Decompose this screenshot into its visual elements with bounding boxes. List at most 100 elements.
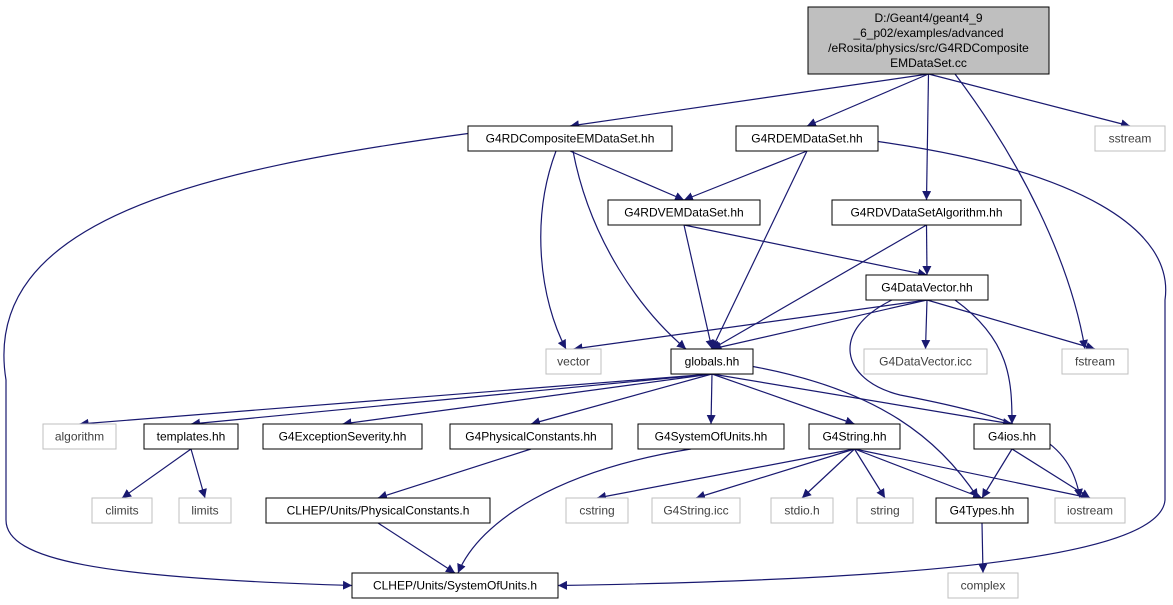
node-complex: complex: [947, 572, 1019, 599]
edge-templates-to-climits: [121, 448, 192, 499]
node-label: G4ios.hh: [988, 430, 1036, 444]
node-g4string[interactable]: G4String.hh: [808, 423, 901, 450]
node-cstring: cstring: [565, 497, 629, 524]
edge-clhepphys-to-clhepunits: [377, 522, 456, 574]
node-label: G4ExceptionSeverity.hh: [279, 430, 407, 444]
node-sstream: sstream: [1094, 125, 1166, 152]
node-label: climits: [105, 504, 138, 518]
edge-vemdataset-to-datavector: [683, 224, 928, 278]
node-globals[interactable]: globals.hh: [670, 348, 754, 375]
edge-globals-to-sysunits: [706, 373, 716, 425]
edge-composite-to-clhepunits: [3, 132, 469, 590]
node-sysunits[interactable]: G4SystemOfUnits.hh: [637, 423, 785, 450]
edge-composite-to-globals: [572, 150, 687, 350]
edge-g4string-to-stringicc: [695, 448, 855, 500]
edge-globals-to-templates: [190, 373, 713, 428]
node-label: cstring: [579, 504, 614, 518]
node-iostream: iostream: [1054, 497, 1126, 524]
edge-emdataset-to-globals: [711, 150, 808, 350]
edge-g4string-to-cstring: [596, 448, 855, 501]
node-climits: climits: [91, 497, 153, 524]
node-label: G4PhysicalConstants.hh: [465, 430, 596, 444]
edge-g4string-to-iostream: [854, 448, 1091, 501]
edge-g4ios-to-g4types: [981, 448, 1013, 499]
node-fstream: fstream: [1061, 348, 1129, 375]
root-label-line: /eRosita/physics/src/G4RDComposite: [828, 41, 1029, 55]
node-label: G4Types.hh: [950, 504, 1015, 518]
node-stdio: stdio.h: [770, 497, 834, 524]
node-label: vector: [557, 355, 590, 369]
node-g4ios[interactable]: G4ios.hh: [973, 423, 1051, 450]
node-label: stdio.h: [784, 504, 819, 518]
edge-sysunits-to-clhepunits: [457, 448, 692, 574]
edge-g4types-to-complex: [978, 522, 988, 574]
edge-templates-to-limits: [190, 448, 207, 499]
node-label: fstream: [1075, 355, 1115, 369]
node-stringicc: G4String.icc: [651, 497, 741, 524]
node-clhepunits[interactable]: CLHEP/Units/SystemOfUnits.h: [351, 572, 559, 599]
node-composite[interactable]: G4RDCompositeEMDataSet.hh: [467, 125, 673, 152]
root-label-line: D:/Geant4/geant4_9: [874, 11, 982, 25]
node-g4types[interactable]: G4Types.hh: [935, 497, 1029, 524]
node-clhepphys[interactable]: CLHEP/Units/PhysicalConstants.h: [265, 497, 491, 524]
node-label: string: [870, 504, 899, 518]
edge-emdataset-to-clhepunits: [557, 140, 1167, 590]
node-limits: limits: [178, 497, 232, 524]
node-label: G4RDVDataSetAlgorithm.hh: [850, 206, 1002, 220]
node-label: globals.hh: [685, 355, 740, 369]
node-datavector[interactable]: G4DataVector.hh: [865, 274, 989, 301]
node-label: complex: [961, 579, 1006, 593]
edge-datavector-to-g4ios: [954, 299, 1017, 425]
node-label: limits: [191, 504, 218, 518]
edge-datavector-to-fstream: [926, 299, 1096, 351]
node-label: algorithm: [55, 430, 104, 444]
node-label: G4RDVEMDataSet.hh: [624, 206, 743, 220]
edge-globals-to-physconst: [530, 373, 713, 426]
node-label: sstream: [1109, 132, 1152, 146]
edge-emdataset-to-vemdataset: [683, 150, 808, 201]
node-excsev[interactable]: G4ExceptionSeverity.hh: [262, 423, 423, 450]
edge-g4string-to-stdio: [801, 448, 855, 499]
edge-root-to-composite: [569, 73, 929, 130]
node-algorithm: algorithm: [42, 423, 117, 450]
node-string: string: [856, 497, 914, 524]
node-label: G4DataVector.hh: [881, 281, 972, 295]
node-label: templates.hh: [157, 430, 226, 444]
root-label-line: EMDataSet.cc: [890, 56, 967, 70]
edge-composite-to-vector: [540, 150, 567, 350]
node-label: G4String.hh: [822, 430, 886, 444]
edge-g4ios-to-iostream: [1011, 448, 1091, 499]
node-label: G4RDCompositeEMDataSet.hh: [486, 132, 655, 146]
node-vdsalgo[interactable]: G4RDVDataSetAlgorithm.hh: [831, 199, 1022, 226]
node-root[interactable]: D:/Geant4/geant4_9_6_p02/examples/advanc…: [807, 6, 1050, 75]
node-label: iostream: [1067, 504, 1113, 518]
edge-g4string-to-string: [853, 448, 886, 499]
nodes-layer: D:/Geant4/geant4_9_6_p02/examples/advanc…: [42, 6, 1166, 599]
edge-physconst-to-clhepphys: [377, 448, 532, 500]
edge-datavector-to-iostream: [849, 299, 1083, 499]
node-label: CLHEP/Units/PhysicalConstants.h: [287, 504, 470, 518]
edge-globals-to-algorithm: [79, 373, 713, 428]
edge-vdsalgo-to-globals: [711, 224, 927, 350]
edge-composite-to-vemdataset: [569, 150, 685, 201]
edge-datavector-to-dvicc: [921, 299, 931, 350]
edge-globals-to-g4types: [752, 365, 979, 499]
edge-root-to-emdataset: [806, 73, 929, 127]
node-physconst[interactable]: G4PhysicalConstants.hh: [449, 423, 613, 450]
root-label-line: _6_p02/examples/advanced: [852, 26, 1003, 40]
node-emdataset[interactable]: G4RDEMDataSet.hh: [735, 125, 879, 152]
edge-vemdataset-to-globals: [683, 224, 715, 350]
node-vemdataset[interactable]: G4RDVEMDataSet.hh: [607, 199, 761, 226]
node-dvicc: G4DataVector.icc: [863, 348, 988, 375]
edge-globals-to-excsev: [342, 373, 713, 428]
edge-vdsalgo-to-datavector: [922, 224, 932, 276]
node-templates[interactable]: templates.hh: [143, 423, 239, 450]
node-label: G4SystemOfUnits.hh: [655, 430, 768, 444]
node-vector: vector: [545, 348, 602, 375]
edges-layer: [3, 73, 1167, 590]
node-label: G4RDEMDataSet.hh: [751, 132, 862, 146]
edge-datavector-to-globals: [711, 299, 928, 352]
node-label: G4DataVector.icc: [879, 355, 972, 369]
edge-root-to-sstream: [928, 73, 1131, 129]
